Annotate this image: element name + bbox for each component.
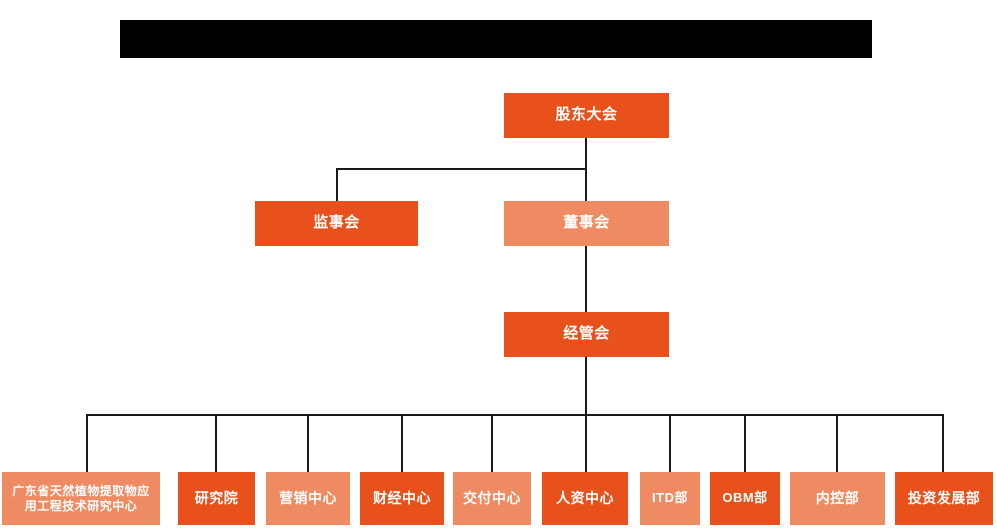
org-node-label: OBM部 — [722, 490, 768, 506]
connector-drop-gd-research-center — [86, 414, 88, 472]
connector-level2-bus — [336, 168, 587, 170]
connector-shareholders-down — [585, 138, 587, 169]
org-node-gd-research-center[interactable]: 广东省天然植物提取物应 用工程技术研究中心 — [2, 472, 160, 525]
connector-directors-to-management — [585, 246, 587, 312]
org-node-label: 投资发展部 — [907, 489, 981, 506]
org-node-delivery-center[interactable]: 交付中心 — [453, 472, 531, 525]
connector-drop-finance-center — [401, 414, 403, 472]
org-node-label: 内控部 — [815, 489, 860, 506]
org-node-label: 股东大会 — [555, 106, 618, 124]
org-node-label: 广东省天然植物提取物应 用工程技术研究中心 — [12, 483, 150, 513]
connector-drop-delivery-center — [491, 414, 493, 472]
org-node-management[interactable]: 经管会 — [504, 312, 669, 357]
connector-to-supervisors — [336, 168, 338, 201]
connector-drop-hr-center — [585, 414, 587, 472]
org-node-directors[interactable]: 董事会 — [504, 201, 669, 246]
org-node-label: 研究院 — [194, 489, 239, 506]
redacted-title-banner — [120, 20, 872, 58]
connector-drop-internal-control-dept — [836, 414, 838, 472]
connector-to-directors — [585, 168, 587, 201]
org-node-investment-dev-dept[interactable]: 投资发展部 — [895, 472, 993, 525]
org-node-label: 监事会 — [313, 214, 360, 232]
org-node-label: 人资中心 — [556, 489, 614, 506]
org-node-label: 董事会 — [563, 214, 610, 232]
org-node-label: ITD部 — [652, 490, 688, 506]
org-node-itd-dept[interactable]: ITD部 — [640, 472, 700, 525]
connector-management-down — [585, 357, 587, 415]
connector-drop-marketing-center — [307, 414, 309, 472]
connector-departments-bus — [86, 414, 943, 416]
org-node-internal-control-dept[interactable]: 内控部 — [790, 472, 885, 525]
org-node-marketing-center[interactable]: 营销中心 — [266, 472, 350, 525]
connector-drop-research-institute — [215, 414, 217, 472]
connector-drop-itd-dept — [669, 414, 671, 472]
org-node-obm-dept[interactable]: OBM部 — [710, 472, 780, 525]
connector-drop-investment-dev-dept — [942, 414, 944, 472]
org-node-label: 营销中心 — [279, 489, 337, 506]
org-node-label: 财经中心 — [373, 489, 431, 506]
org-node-research-institute[interactable]: 研究院 — [178, 472, 255, 525]
org-node-finance-center[interactable]: 财经中心 — [360, 472, 444, 525]
org-node-shareholders[interactable]: 股东大会 — [504, 93, 669, 138]
org-node-hr-center[interactable]: 人资中心 — [542, 472, 628, 525]
org-node-label: 交付中心 — [463, 489, 521, 506]
org-node-label: 经管会 — [563, 325, 610, 343]
connector-drop-obm-dept — [744, 414, 746, 472]
org-node-supervisors[interactable]: 监事会 — [255, 201, 418, 246]
